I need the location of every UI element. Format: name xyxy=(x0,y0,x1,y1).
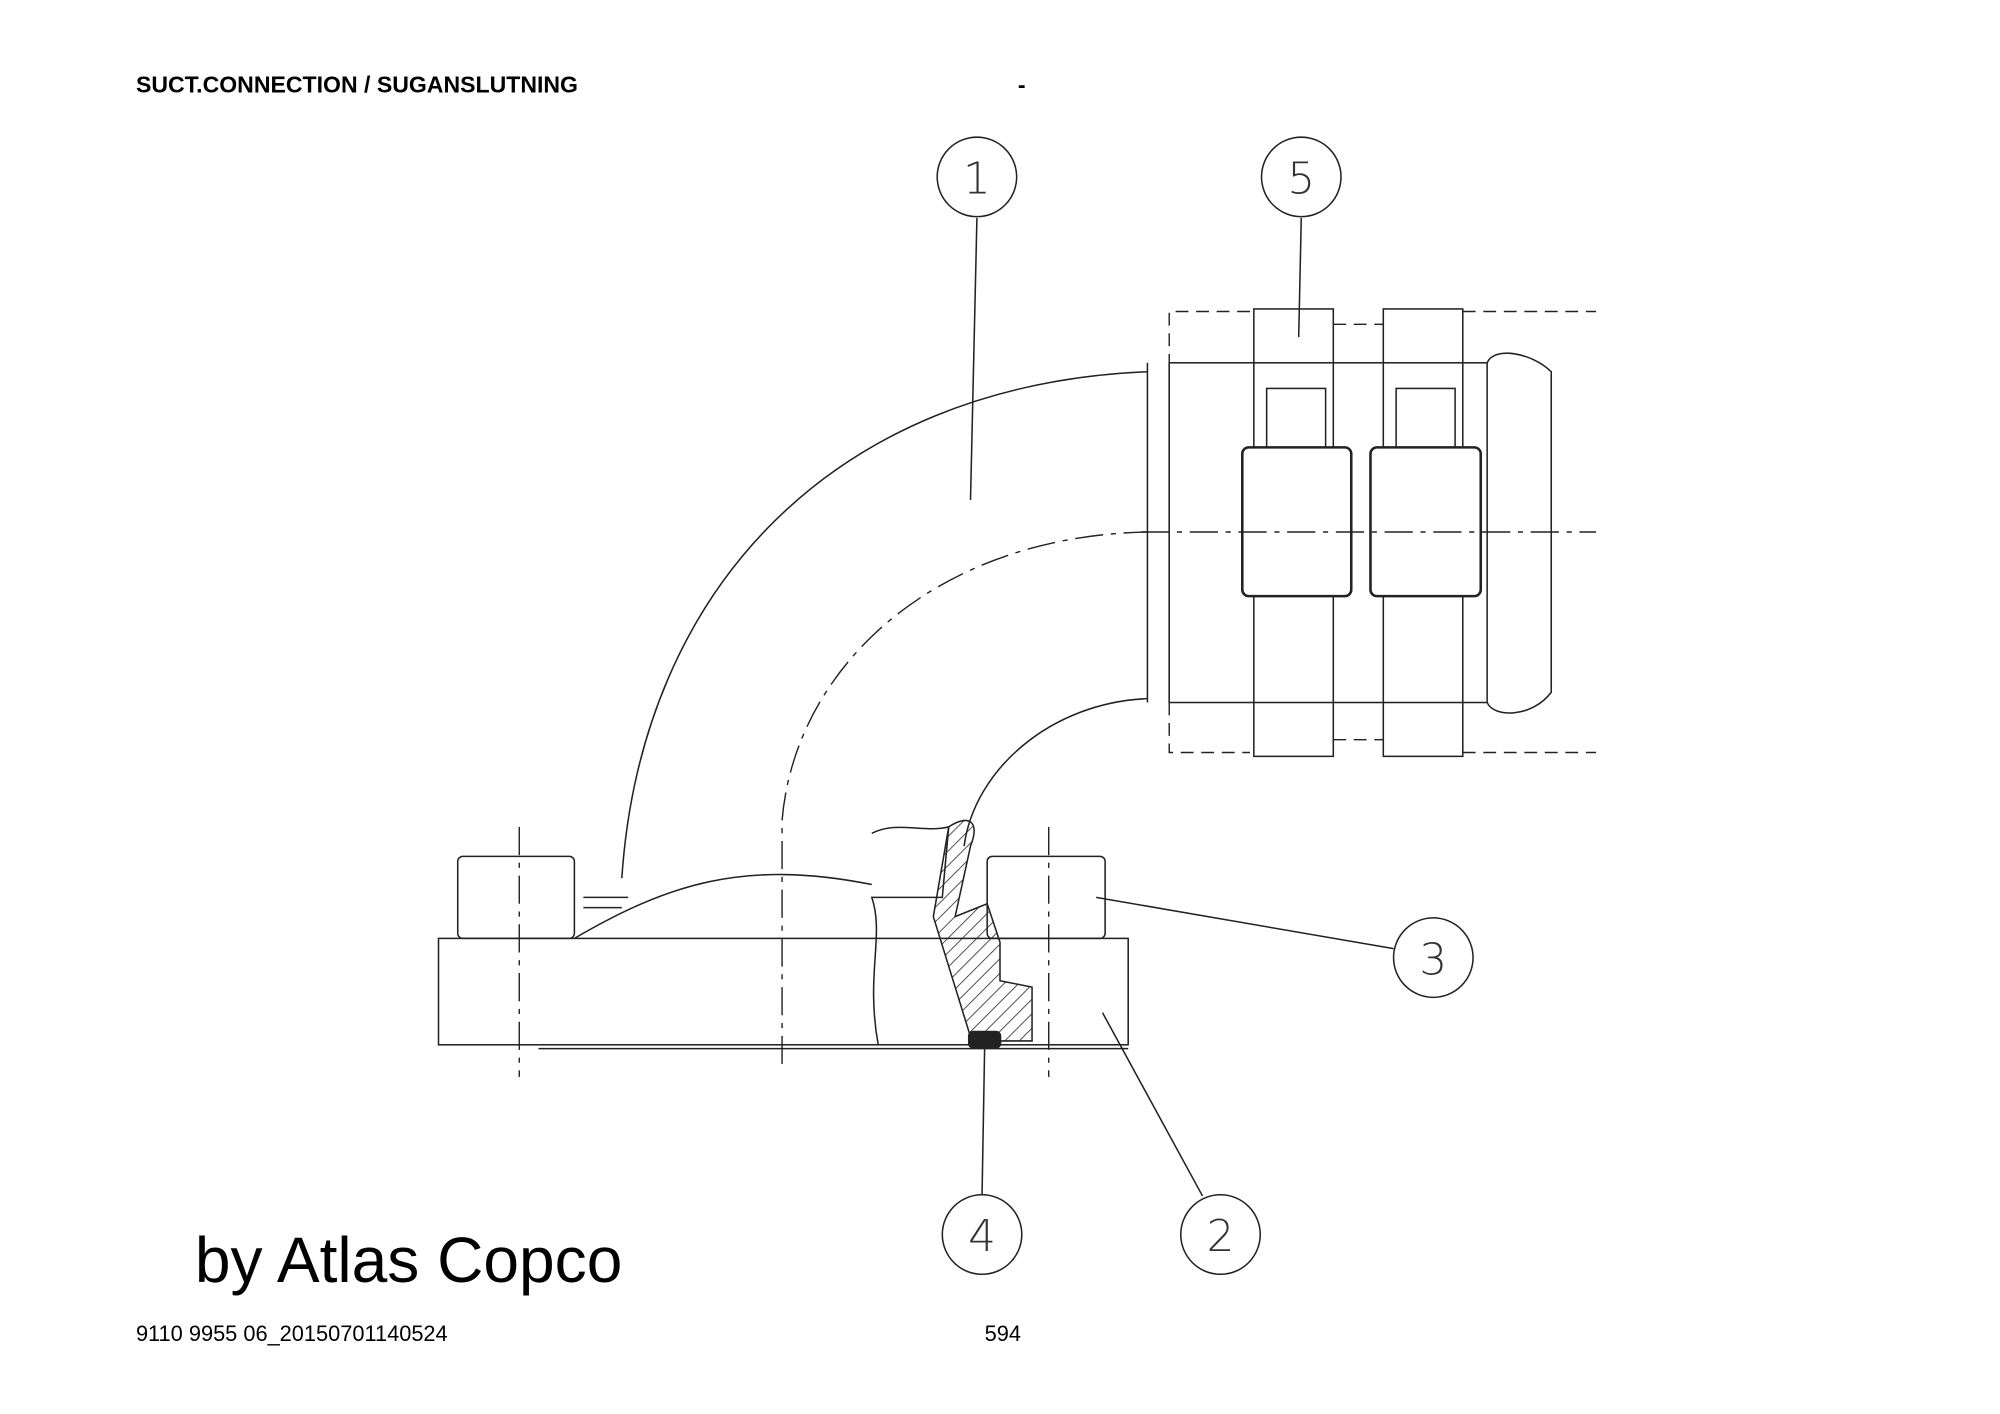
leader-lines xyxy=(969,217,1394,1197)
watermark: by Atlas Copco xyxy=(195,1224,622,1296)
svg-text:2: 2 xyxy=(1207,1212,1235,1262)
svg-text:5: 5 xyxy=(1287,155,1315,205)
header-dash: - xyxy=(1018,71,1026,97)
balloon-3: 3 xyxy=(1392,917,1474,999)
footer-page-number: 594 xyxy=(985,1321,1021,1346)
svg-text:3: 3 xyxy=(1419,935,1447,985)
svg-text:1: 1 xyxy=(963,155,991,205)
footer-doc-id: 9110 9955 06_20150701140524 xyxy=(136,1321,448,1346)
balloon-2: 2 xyxy=(1179,1194,1262,1276)
svg-text:4: 4 xyxy=(968,1212,996,1262)
balloon-5: 5 xyxy=(1260,136,1342,218)
hose-clamps xyxy=(1141,308,1597,758)
bolts xyxy=(456,826,1106,1077)
balloon-4: 4 xyxy=(941,1194,1023,1276)
flange xyxy=(437,819,1129,1050)
elbow-pipe xyxy=(621,362,1170,1065)
balloon-1: 1 xyxy=(936,136,1018,218)
page-title: SUCT.CONNECTION / SUGANSLUTNING xyxy=(136,71,578,97)
